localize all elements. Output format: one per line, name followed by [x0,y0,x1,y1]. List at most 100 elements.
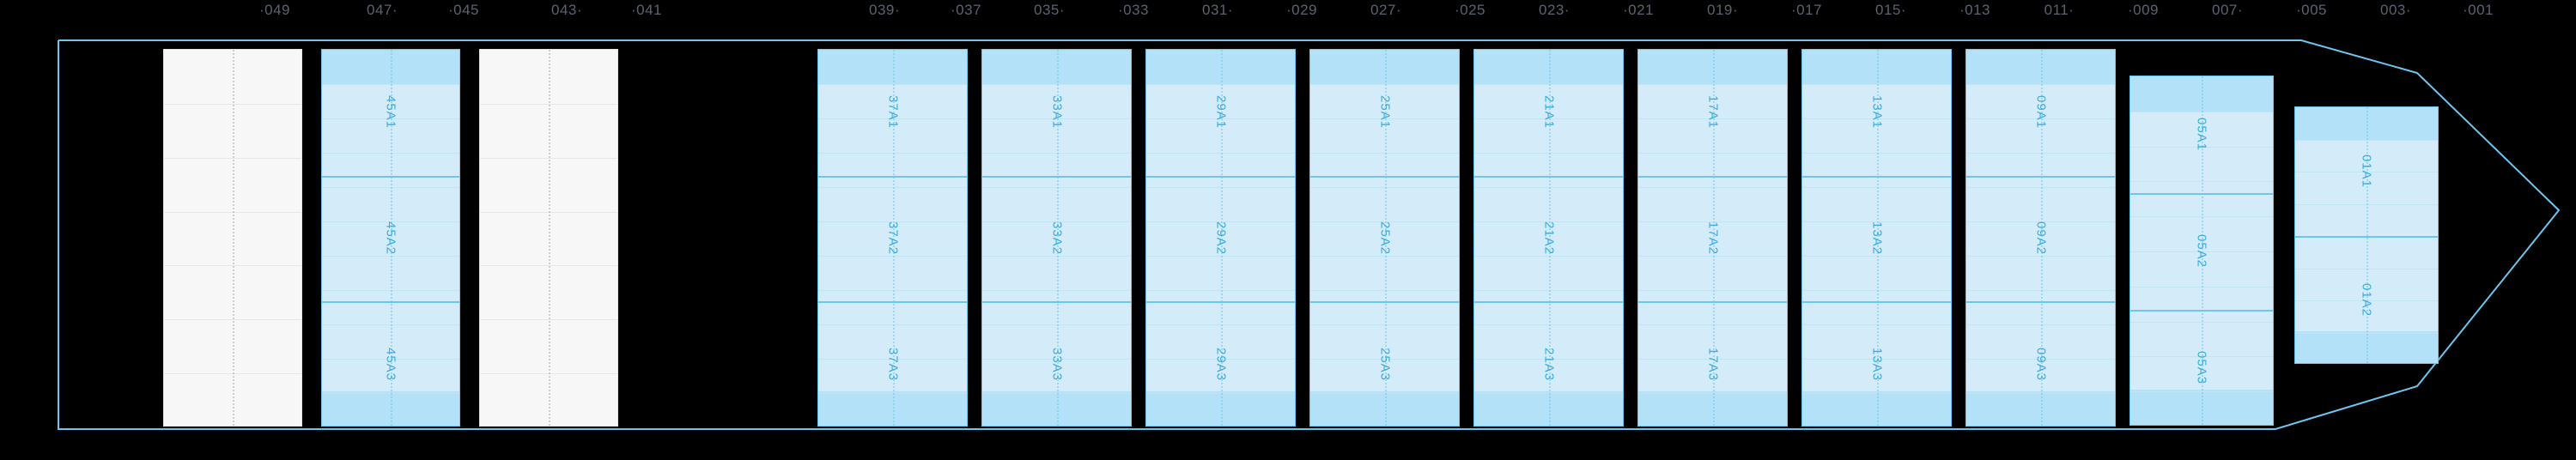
hold-separator [322,176,459,178]
hold-label-45A2[interactable]: 45A2 [383,221,398,256]
bay-row-line [480,104,617,105]
bay-centerline [1548,50,1551,426]
bay-number-tick-033[interactable]: ·033 [1117,2,1150,18]
bay-number-tick-011[interactable]: 011· [2044,2,2075,18]
bay-number-tick-003[interactable]: 003· [2379,2,2412,18]
bay-row-line [480,158,617,159]
hold-separator [2130,193,2273,195]
bay-number-tick-013[interactable]: ·013 [1959,2,1991,18]
bay-row-grid [1146,50,1295,426]
hold-label-21A1[interactable]: 21A1 [1541,94,1556,130]
hold-label-09A2[interactable]: 09A2 [2033,221,2048,256]
hold-label-29A2[interactable]: 29A2 [1213,221,1228,256]
hold-separator [1802,176,1951,178]
hold-label-33A2[interactable]: 33A2 [1049,221,1064,256]
bay-centerline [1712,50,1715,426]
hold-label-01A2[interactable]: 01A2 [2359,282,2374,318]
hold-label-09A3[interactable]: 09A3 [2033,347,2048,382]
bay-white-043[interactable] [479,49,618,427]
hold-label-37A1[interactable]: 37A1 [885,94,900,130]
bay-row-grid [2295,107,2438,363]
bay-blue-013[interactable]: 13A1 13A2 13A3 [1801,49,1952,427]
hold-separator [1310,301,1459,303]
hold-label-05A2[interactable]: 05A2 [2194,233,2209,269]
bay-white-047[interactable] [163,49,302,427]
hold-label-33A1[interactable]: 33A1 [1049,94,1064,130]
bay-number-tick-027[interactable]: 027· [1370,2,1402,18]
bay-number-tick-007[interactable]: 007· [2211,2,2244,18]
hold-separator [2295,236,2438,238]
hold-label-21A3[interactable]: 21A3 [1541,347,1556,382]
bay-number-tick-005[interactable]: ·005 [2295,2,2328,18]
bay-number-tick-019[interactable]: 019· [1706,2,1739,18]
bay-number-tick-001[interactable]: ·001 [2462,2,2494,18]
bay-row-grid [480,50,617,426]
bay-centerline [1876,50,1879,426]
bay-blue-029[interactable]: 29A1 29A2 29A3 [1145,49,1296,427]
bay-row-grid [1638,50,1787,426]
hold-label-25A2[interactable]: 25A2 [1377,221,1392,256]
hold-label-13A2[interactable]: 13A2 [1869,221,1884,256]
bay-number-tick-021[interactable]: ·021 [1622,2,1655,18]
hold-label-05A1[interactable]: 05A1 [2194,117,2209,152]
bay-row-line [164,212,301,213]
hold-label-29A1[interactable]: 29A1 [1213,94,1228,130]
bay-number-tick-017[interactable]: ·017 [1790,2,1823,18]
hold-separator [1310,176,1459,178]
bay-row-line [164,373,301,374]
hold-label-25A1[interactable]: 25A1 [1377,94,1392,130]
hold-label-13A1[interactable]: 13A1 [1869,94,1884,130]
bay-row-line [480,373,617,374]
bay-number-tick-035[interactable]: 035· [1033,2,1066,18]
hold-label-45A3[interactable]: 45A3 [383,347,398,382]
hold-label-33A3[interactable]: 33A3 [1049,347,1064,382]
hold-label-37A2[interactable]: 37A2 [885,221,900,256]
bay-number-tick-047[interactable]: 047· [366,2,398,18]
bay-blue-017[interactable]: 17A1 17A2 17A3 [1637,49,1788,427]
bay-blue-005[interactable]: 05A1 05A2 05A3 [2129,76,2274,426]
hold-separator [982,176,1131,178]
bay-blue-001[interactable]: 01A1 01A2 [2294,106,2439,364]
hold-separator [322,301,459,303]
hold-label-09A1[interactable]: 09A1 [2033,94,2048,130]
hold-label-29A3[interactable]: 29A3 [1213,347,1228,382]
bay-row-line [164,319,301,320]
bay-centerline [1384,50,1387,426]
hold-label-01A1[interactable]: 01A1 [2359,154,2374,189]
bay-blue-021[interactable]: 21A1 21A2 21A3 [1473,49,1624,427]
hold-separator [1474,301,1623,303]
hold-separator [982,301,1131,303]
bay-blue-025[interactable]: 25A1 25A2 25A3 [1309,49,1460,427]
hold-label-45A1[interactable]: 45A1 [383,94,398,130]
bay-blue-009[interactable]: 09A1 09A2 09A3 [1965,49,2116,427]
bay-number-tick-043[interactable]: 043· [550,2,583,18]
bay-number-tick-037[interactable]: ·037 [950,2,982,18]
bay-number-tick-023[interactable]: 023· [1538,2,1571,18]
bay-number-tick-025[interactable]: ·025 [1454,2,1486,18]
bay-number-tick-009[interactable]: ·009 [2127,2,2160,18]
hold-label-17A2[interactable]: 17A2 [1705,221,1720,256]
bay-blue-037[interactable]: 37A1 37A2 37A3 [817,49,968,427]
hold-label-17A1[interactable]: 17A1 [1705,94,1720,130]
bay-number-tick-039[interactable]: 039· [868,2,901,18]
hold-label-05A3[interactable]: 05A3 [2194,350,2209,385]
hold-label-13A3[interactable]: 13A3 [1869,347,1884,382]
bay-blue-045[interactable]: 45A1 45A2 45A3 [321,49,460,427]
hold-label-25A3[interactable]: 25A3 [1377,347,1392,382]
bay-number-tick-045[interactable]: ·045 [447,2,480,18]
bay-blue-033[interactable]: 33A1 33A2 33A3 [981,49,1132,427]
hold-label-17A3[interactable]: 17A3 [1705,347,1720,382]
bay-number-tick-015[interactable]: 015· [1874,2,1907,18]
hold-separator [1802,301,1951,303]
bay-row-grid [1310,50,1459,426]
hold-label-21A2[interactable]: 21A2 [1541,221,1556,256]
bay-number-tick-031[interactable]: 031· [1201,2,1234,18]
bay-number-tick-041[interactable]: ·041 [630,2,663,18]
bay-centerline [233,50,234,426]
hold-label-37A3[interactable]: 37A3 [885,347,900,382]
hold-separator [1146,176,1295,178]
bay-number-tick-029[interactable]: ·029 [1285,2,1318,18]
hold-separator [1638,301,1787,303]
bay-number-tick-049[interactable]: ·049 [258,2,291,18]
bay-row-line [480,319,617,320]
